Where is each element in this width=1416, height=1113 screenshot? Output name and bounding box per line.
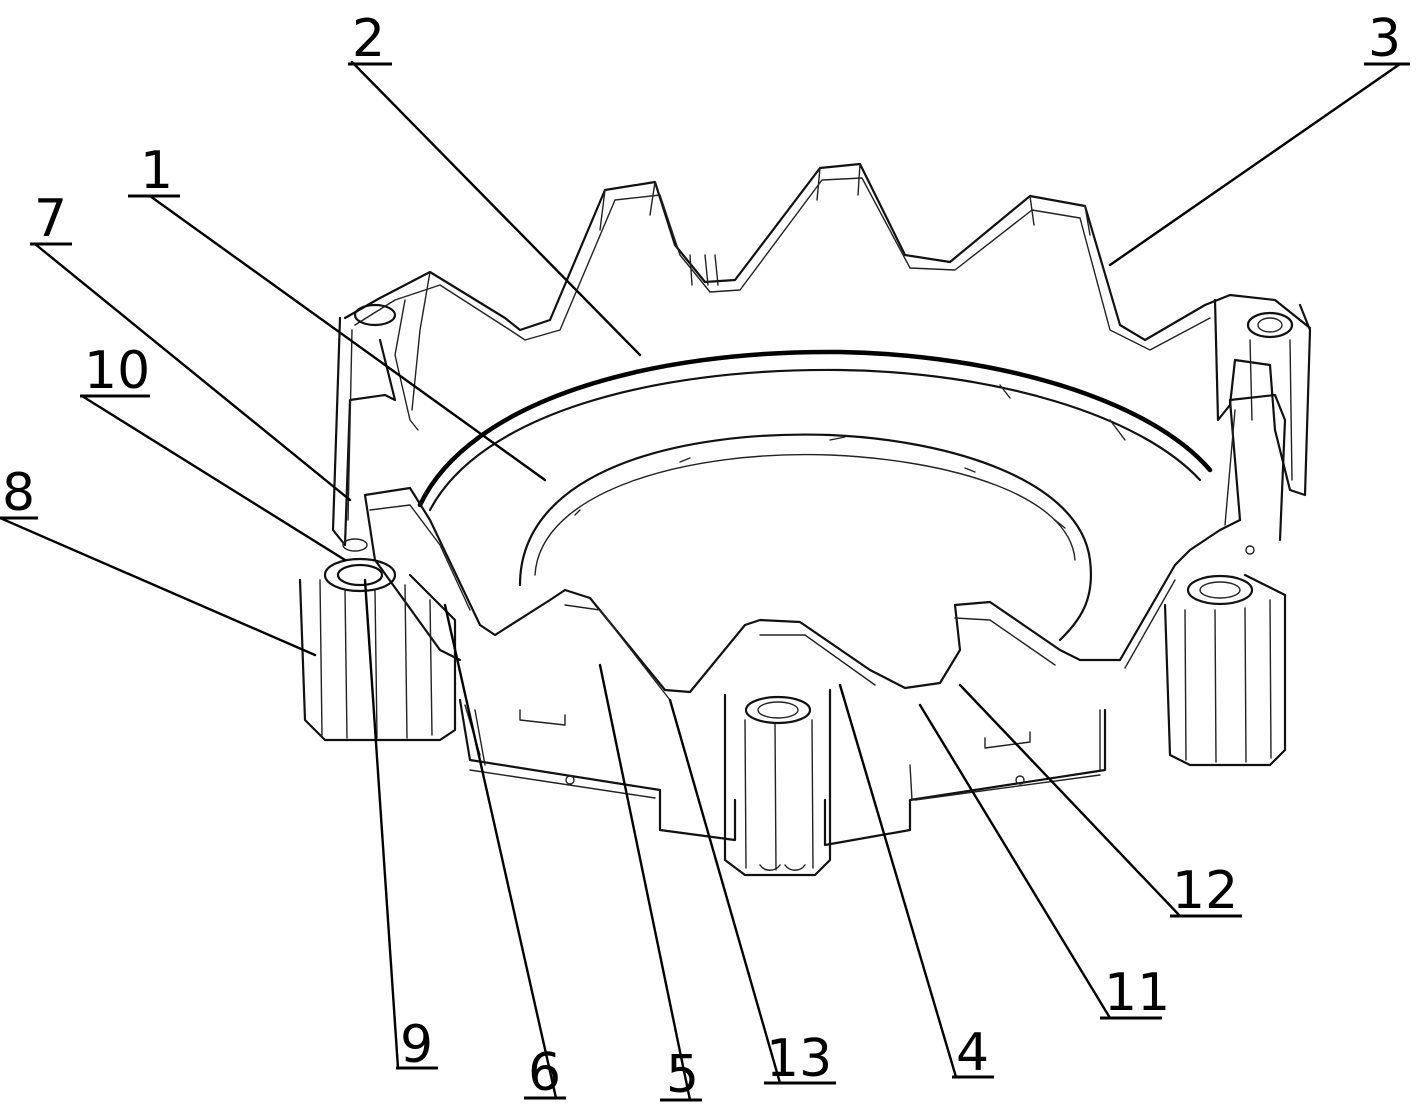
callout-label: 13 xyxy=(766,1029,832,1089)
callout-label: 9 xyxy=(400,1015,433,1075)
callout-label: 10 xyxy=(84,341,150,401)
callout-label: 1 xyxy=(140,141,173,201)
callout-8: 8 xyxy=(0,463,38,523)
callout-11: 11 xyxy=(1100,963,1170,1023)
callout-10: 10 xyxy=(80,341,150,401)
inner-ring xyxy=(417,349,1213,642)
callout-12: 12 xyxy=(1170,861,1242,921)
callout-1: 1 xyxy=(128,141,180,201)
callout-6: 6 xyxy=(524,1043,566,1103)
callout-13: 13 xyxy=(764,1029,836,1089)
callout-label: 2 xyxy=(352,9,385,69)
callout-label: 8 xyxy=(2,463,35,523)
callout-label: 12 xyxy=(1172,861,1238,921)
right-front-post xyxy=(1163,545,1287,767)
left-rear-post xyxy=(331,303,397,547)
callout-label: 3 xyxy=(1368,9,1401,69)
rear-crown-wall xyxy=(343,162,1312,431)
base-flange xyxy=(458,698,1107,847)
leader-lines xyxy=(0,60,1402,1102)
callout-2: 2 xyxy=(348,9,392,69)
callout-label: 6 xyxy=(528,1043,561,1103)
left-front-post xyxy=(298,538,457,742)
center-front-post xyxy=(723,688,832,877)
right-rear-post xyxy=(1213,298,1312,497)
callout-label: 5 xyxy=(666,1045,699,1105)
callout-5: 5 xyxy=(660,1045,702,1105)
callout-label: 11 xyxy=(1104,963,1170,1023)
callout-label: 4 xyxy=(956,1023,989,1083)
callout-3: 3 xyxy=(1364,9,1410,69)
callout-9: 9 xyxy=(396,1015,438,1075)
callout-7: 7 xyxy=(30,189,72,249)
callout-4: 4 xyxy=(952,1023,994,1083)
front-crown-wall xyxy=(363,393,1287,701)
callout-label: 7 xyxy=(34,189,67,249)
